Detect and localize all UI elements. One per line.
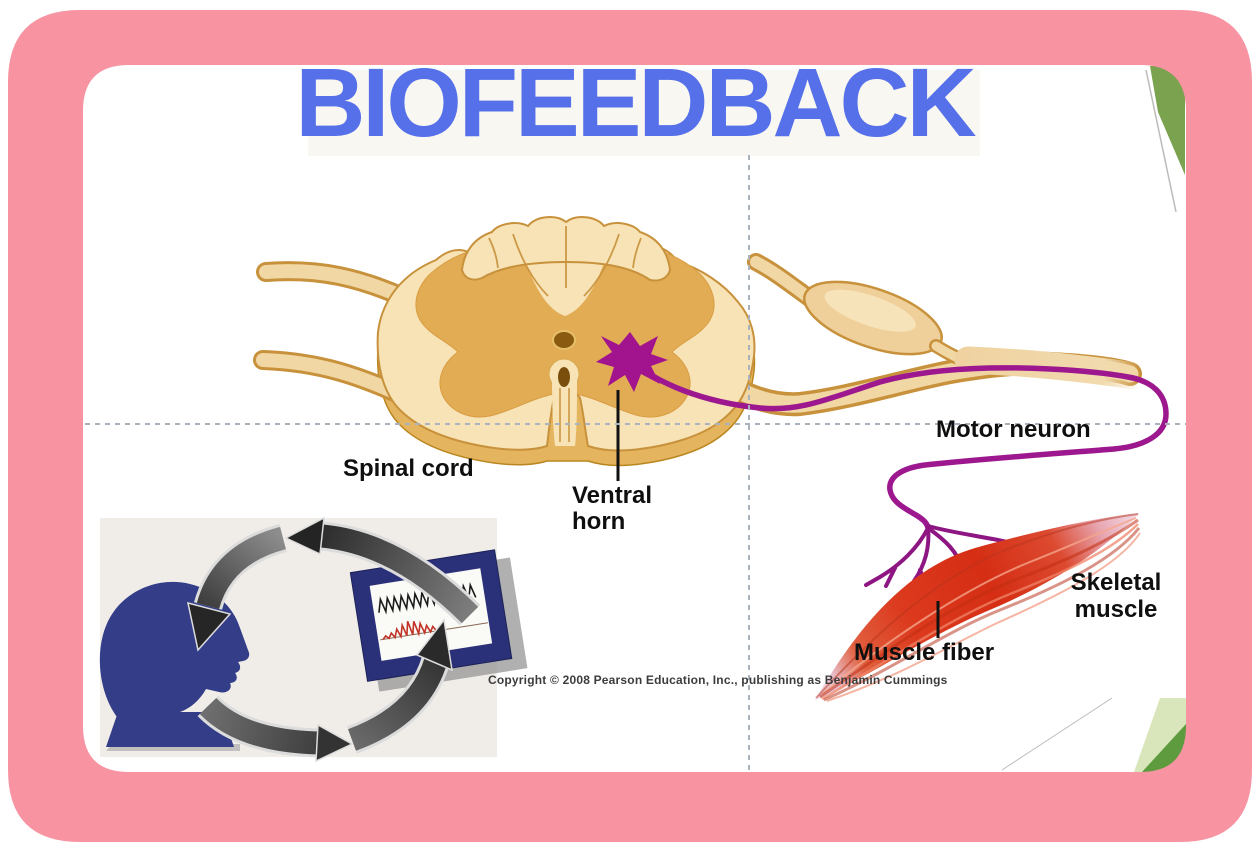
label-skeletal-muscle-line1: Skeletal xyxy=(1070,569,1162,596)
label-spinal-cord: Spinal cord xyxy=(343,455,474,482)
label-motor-neuron: Motor neuron xyxy=(936,416,1091,443)
label-ventral-horn-line1: Ventral xyxy=(572,482,653,509)
label-skeletal-muscle-line2: muscle xyxy=(1074,596,1158,623)
label-skeletal-muscle: Skeletal muscle xyxy=(1056,569,1176,623)
central-canal xyxy=(552,330,576,350)
right-nerve-and-ganglion xyxy=(702,253,1149,417)
label-muscle-fiber: Muscle fiber xyxy=(854,639,995,666)
copyright-text: Copyright © 2008 Pearson Education, Inc.… xyxy=(488,673,948,687)
label-ventral-horn: Ventral horn xyxy=(572,483,652,535)
page-title: BIOFEEDBACK xyxy=(295,48,976,157)
biofeedback-cycle-illustration xyxy=(99,516,528,763)
label-ventral-horn-line2: horn xyxy=(572,508,626,535)
corner-decoration-bottom-right xyxy=(1001,697,1186,772)
